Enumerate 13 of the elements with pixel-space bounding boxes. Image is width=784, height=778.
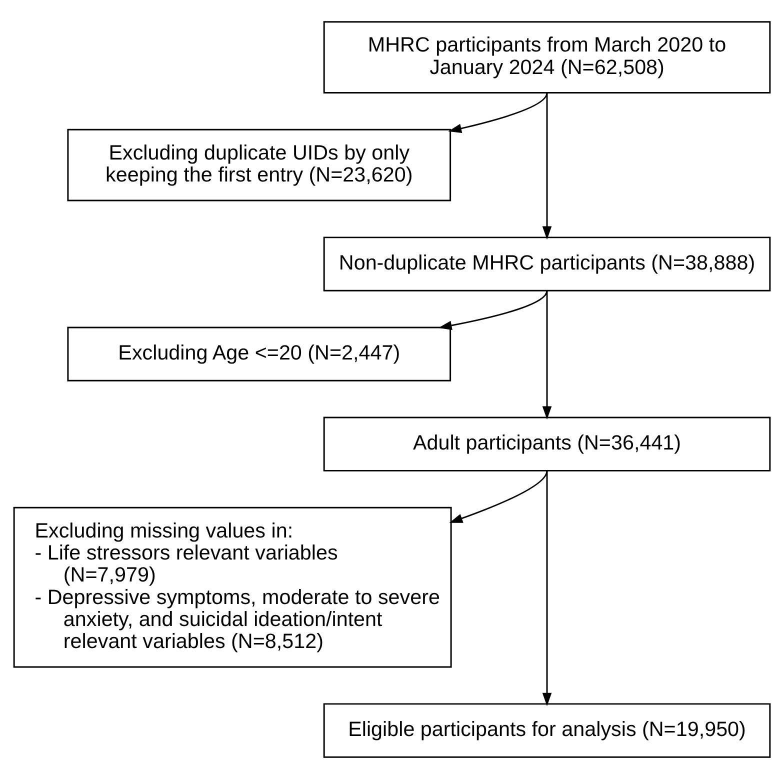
node-box: Adult participants (N=36,441) [323,416,771,471]
node-box: Eligible participants for analysis (N=19,950) [323,702,771,758]
arrow [542,470,552,706]
arrow [438,290,548,330]
arrow [448,92,548,132]
node-box: Excluding missing values in: - Life stressors relevant variables (N=7,979) - Depressive symptoms, moderate to severe anxiety, and suicidal ideation/intent relevant variables (N=8,512) [13,506,452,668]
node-box: Non-duplicate MHRC participants (N=38,888) [323,236,771,291]
arrow [542,290,552,420]
node-box: Excluding Age <=20 (N=2,447) [67,326,452,381]
node-box: Excluding duplicate UIDs by only keeping the first entry (N=23,620) [67,128,452,201]
arrow [449,470,548,522]
arrow [542,92,552,240]
node-box: MHRC participants from March 2020 to January 2024 (N=62,508) [323,20,771,93]
